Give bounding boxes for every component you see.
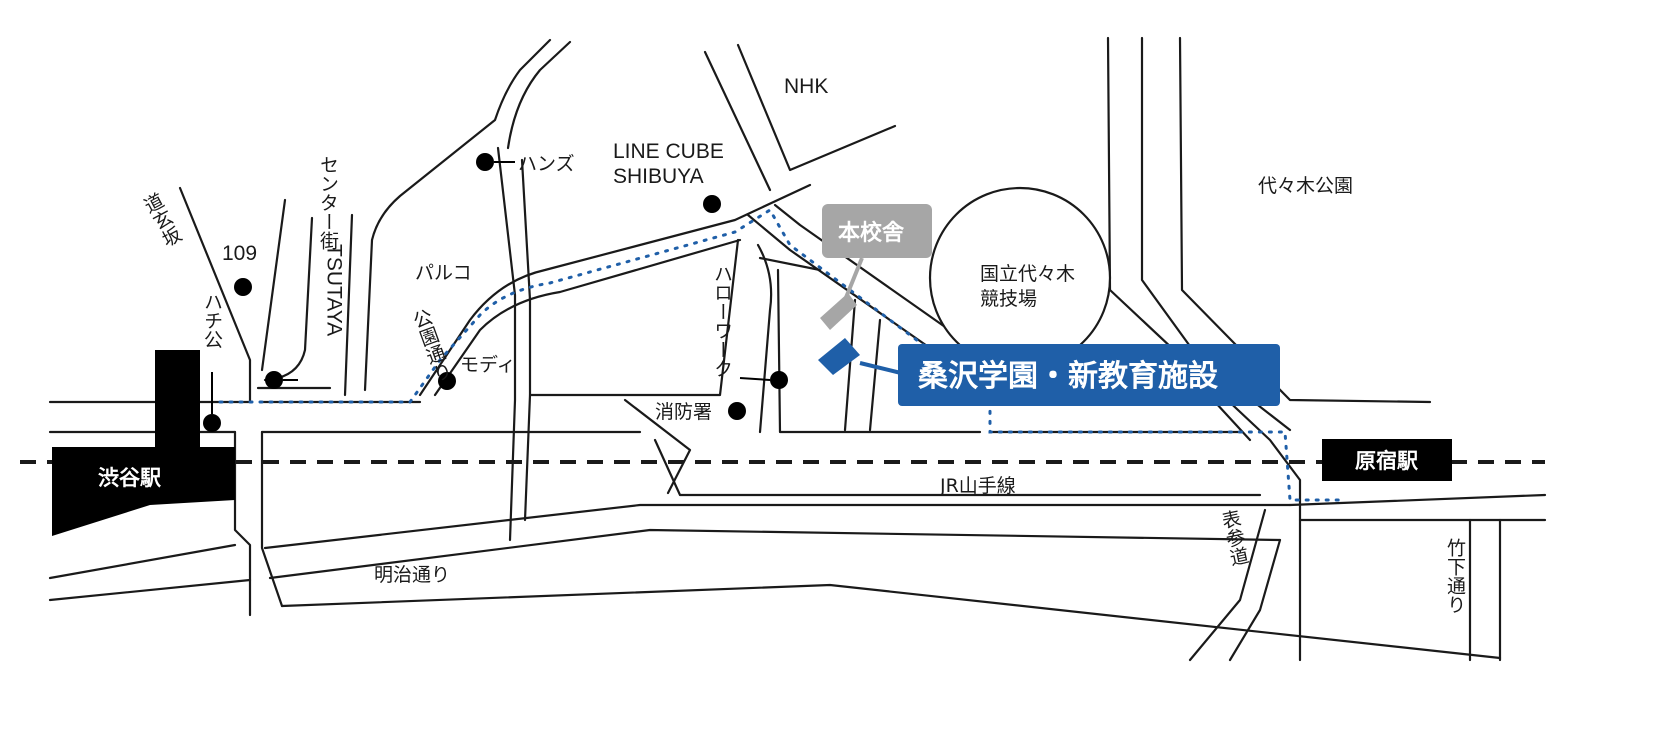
meiji-dori-label: 明治通り xyxy=(374,564,450,586)
koen-dori-label: 公園通り xyxy=(408,306,455,385)
new-facility-label: 桑沢学園・新教育施設 xyxy=(918,359,1218,394)
stadium-label-line1: 国立代々木 xyxy=(980,263,1075,285)
road xyxy=(418,183,812,397)
modi-dot xyxy=(438,372,456,390)
road xyxy=(520,158,532,522)
harajuku-station: 原宿駅 xyxy=(1322,439,1452,481)
road xyxy=(978,400,1252,442)
roads xyxy=(48,36,1547,662)
road xyxy=(48,578,252,602)
modi-label: モディ xyxy=(460,354,516,376)
line-cube-dot xyxy=(703,195,721,213)
hello-work-label: ハローワーク xyxy=(711,264,733,378)
honkousha-marker: 本校舎 xyxy=(820,204,932,330)
line-cube-label-line2: SHIBUYA xyxy=(613,165,704,188)
walking-route xyxy=(218,207,1342,502)
road xyxy=(756,243,773,434)
hello-work-dot xyxy=(770,371,788,389)
harajuku-station-label: 原宿駅 xyxy=(1355,449,1419,473)
road xyxy=(758,256,822,272)
road xyxy=(1228,538,1282,662)
honkousha-label: 本校舎 xyxy=(838,220,905,246)
hachiko-dot xyxy=(203,414,221,432)
road xyxy=(623,398,692,495)
landmark-dots xyxy=(203,153,788,432)
dogenzaka-label: 道玄坂 xyxy=(138,190,184,251)
tsutaya-label: TSUTAYA xyxy=(323,244,346,336)
road xyxy=(868,318,882,432)
parco-label: パルコ xyxy=(415,262,472,284)
road xyxy=(496,146,517,542)
nhk-label: NHK xyxy=(784,75,828,98)
road xyxy=(280,583,1502,660)
road xyxy=(260,198,287,372)
omotesando-label: 表参道 xyxy=(1217,507,1250,568)
shibuya-station-label: 渋谷駅 xyxy=(98,466,162,490)
hands-label: ハンズ xyxy=(518,153,575,175)
hands-dot xyxy=(476,153,494,171)
stadium-label-line2: 競技場 xyxy=(980,288,1037,310)
road xyxy=(263,503,1292,550)
new-facility-marker: 桑沢学園・新教育施設 xyxy=(818,338,1280,406)
road xyxy=(843,298,857,432)
road xyxy=(363,38,552,392)
fire-station-dot xyxy=(728,402,746,420)
shop-109-label: 109 xyxy=(222,242,257,265)
road xyxy=(48,543,237,580)
line-cube-label-line1: LINE CUBE xyxy=(613,140,724,163)
road xyxy=(773,203,987,357)
road xyxy=(528,238,740,397)
road xyxy=(506,40,572,150)
road xyxy=(703,50,772,192)
road xyxy=(653,438,1262,497)
road xyxy=(1188,508,1267,662)
fire-station-label: 消防署 xyxy=(655,401,712,423)
road xyxy=(746,213,992,392)
road xyxy=(178,186,252,404)
road xyxy=(343,213,354,397)
road xyxy=(1288,493,1547,507)
tsutaya-dot xyxy=(265,371,283,389)
road xyxy=(260,430,284,608)
shibuya-station: 渋谷駅 xyxy=(52,350,235,536)
road xyxy=(268,528,1282,580)
road xyxy=(736,43,897,172)
road xyxy=(776,268,982,434)
road xyxy=(1106,36,1302,662)
center-gai-label: センター街 xyxy=(317,155,339,250)
shop-109-dot xyxy=(234,278,252,296)
yamanote-label: JR山手線 xyxy=(939,475,1016,497)
takeshita-dori-label: 竹下通り xyxy=(1444,538,1466,614)
road xyxy=(233,430,252,617)
yoyogi-park-label: 代々木公園 xyxy=(1258,175,1353,197)
hachiko-label: ハチ公 xyxy=(201,292,223,349)
